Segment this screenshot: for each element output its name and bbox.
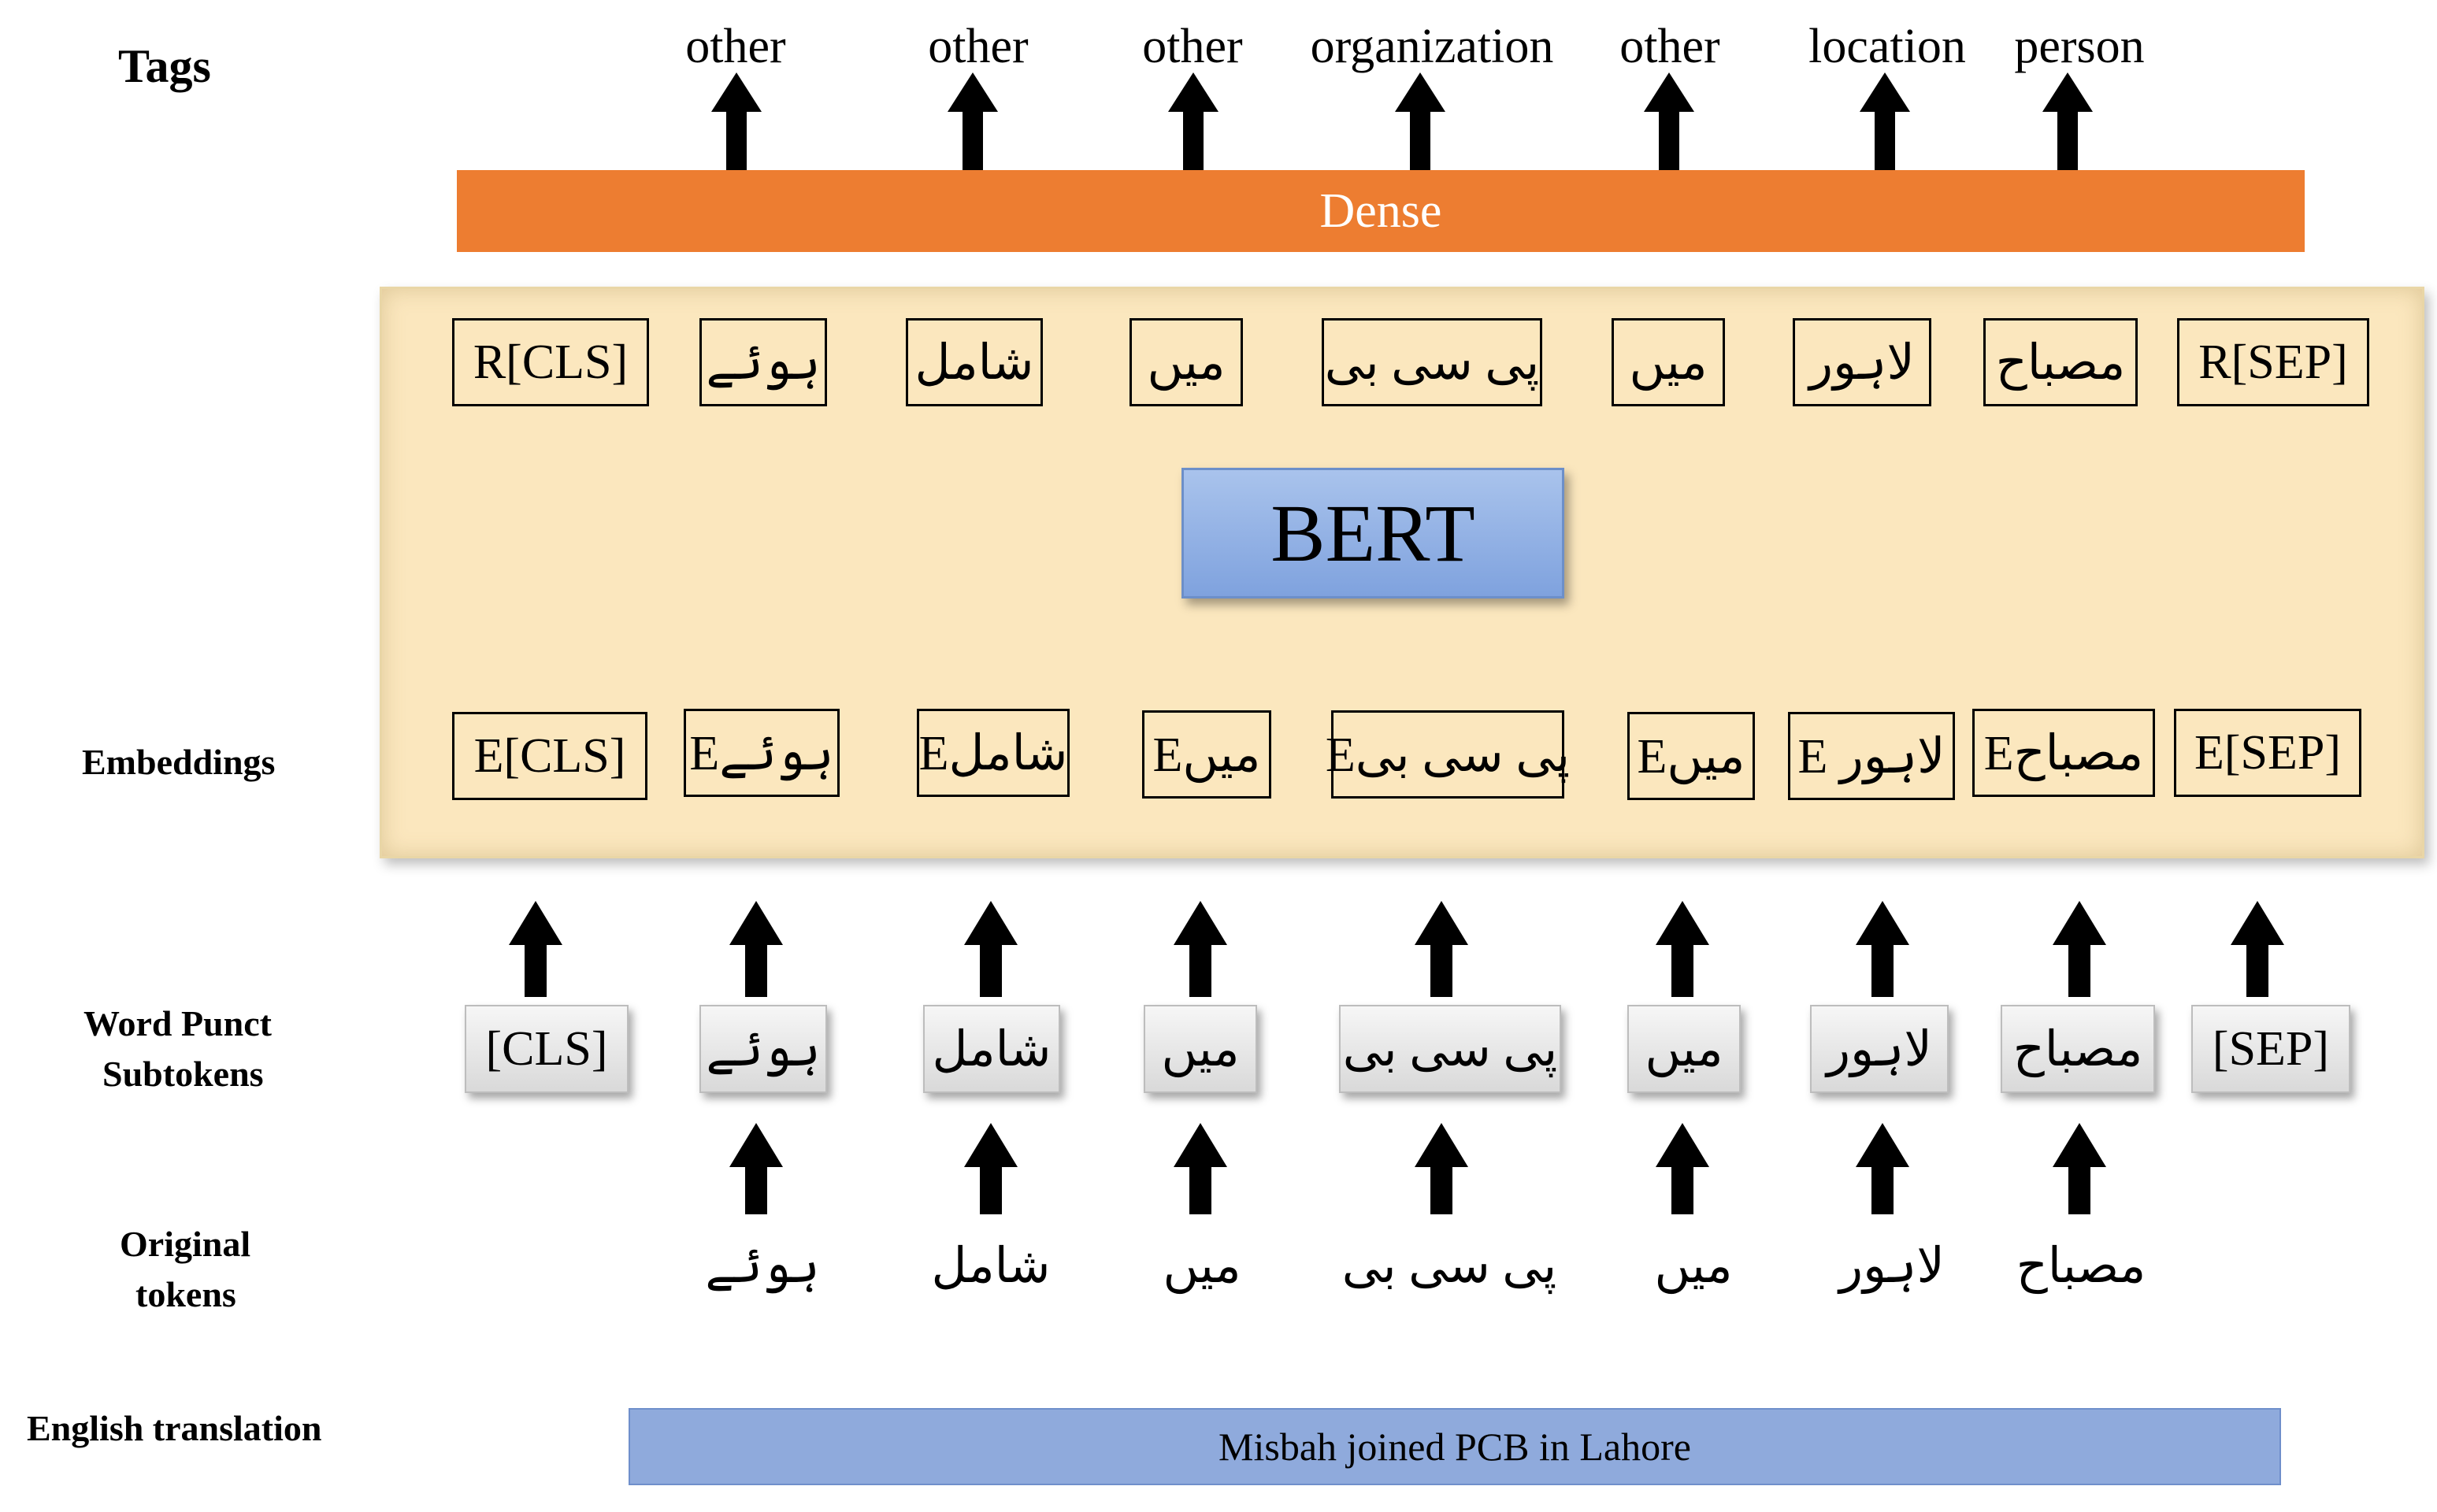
up-arrow-icon [1174, 901, 1227, 997]
translation-text: Misbah joined PCB in Lahore [1218, 1425, 1691, 1469]
original-tokens-row-label-line2: tokens [135, 1274, 236, 1314]
up-arrow-icon [509, 901, 562, 997]
up-arrow-icon [964, 901, 1018, 997]
original-token: شامل [931, 1240, 1051, 1293]
tag-label: location [1808, 20, 1966, 73]
tag-label: other [928, 20, 1029, 73]
tag-label: other [685, 20, 786, 73]
translation-row-label: English translation [27, 1408, 322, 1448]
up-arrow-icon [1856, 901, 1909, 997]
original-token: ہوئے [705, 1240, 820, 1293]
representation-box: لاہور [1793, 318, 1931, 406]
representation-box: R[SEP] [2177, 318, 2369, 406]
up-arrow-icon [729, 1123, 783, 1214]
up-arrow-icon [1415, 1123, 1468, 1214]
representation-box: مصباح [1983, 318, 2138, 406]
up-arrow-icon [711, 72, 762, 170]
up-arrow-icon [729, 901, 783, 997]
tag-label: other [1619, 20, 1720, 73]
up-arrow-icon [1174, 1123, 1227, 1214]
embeddings-row-label: Embeddings [82, 742, 276, 782]
tag-label: organization [1310, 20, 1554, 73]
subtokens-row-label-line2: Subtokens [102, 1054, 264, 1094]
up-arrow-icon [948, 72, 998, 170]
representation-box: شامل [906, 318, 1043, 406]
up-arrow-icon [2042, 72, 2093, 170]
original-token: پی سی بی [1341, 1240, 1557, 1293]
representation-box: میں [1129, 318, 1243, 406]
embedding-box: E[CLS] [452, 712, 647, 800]
up-arrow-icon [2231, 901, 2284, 997]
up-arrow-icon [1168, 72, 1218, 170]
subtoken-box: میں [1144, 1005, 1257, 1093]
up-arrow-icon [1856, 1123, 1909, 1214]
up-arrow-icon [1860, 72, 1910, 170]
subtoken-box: شامل [923, 1005, 1060, 1093]
embedding-box: Eمیں [1142, 710, 1271, 799]
dense-layer: Dense [457, 170, 2305, 252]
dense-label: Dense [1319, 183, 1442, 238]
subtoken-box: [CLS] [465, 1005, 629, 1093]
subtoken-box: ہوئے [699, 1005, 827, 1093]
subtoken-box: میں [1627, 1005, 1741, 1093]
original-token: میں [1654, 1240, 1733, 1293]
up-arrow-icon [1395, 72, 1445, 170]
representation-box: R[CLS] [452, 318, 649, 406]
tag-label: other [1142, 20, 1243, 73]
up-arrow-icon [1656, 901, 1709, 997]
representation-box: پی سی بی [1322, 318, 1542, 406]
tag-label: person [2014, 20, 2145, 73]
subtokens-row-label-line1: Word Punct [83, 1003, 272, 1043]
up-arrow-icon [1415, 901, 1468, 997]
embedding-box: E لاہور [1788, 712, 1955, 800]
embedding-box: Eپی سی بی [1326, 710, 1570, 799]
up-arrow-icon [1644, 72, 1694, 170]
embedding-box: Eمصباح [1972, 709, 2155, 797]
representation-box: ہوئے [699, 318, 827, 406]
tags-row-label: Tags [118, 40, 211, 92]
embedding-box: Eشامل [917, 709, 1070, 797]
translation-bar: Misbah joined PCB in Lahore [629, 1408, 2281, 1485]
original-token: میں [1163, 1240, 1241, 1293]
subtoken-box: [SEP] [2191, 1005, 2350, 1093]
up-arrow-icon [2053, 901, 2106, 997]
embedding-box: Eہوئے [684, 709, 840, 797]
embedding-box: Eمیں [1627, 712, 1755, 800]
original-tokens-row-label-line1: Original [120, 1224, 251, 1264]
up-arrow-icon [1656, 1123, 1709, 1214]
embedding-box: E[SEP] [2174, 709, 2361, 797]
subtoken-box: لاہور [1810, 1005, 1949, 1093]
bert-label: BERT [1270, 487, 1475, 579]
up-arrow-icon [2053, 1123, 2106, 1214]
up-arrow-icon [964, 1123, 1018, 1214]
original-token: لاہور [1839, 1240, 1945, 1293]
subtoken-box: پی سی بی [1339, 1005, 1561, 1093]
representation-box: میں [1612, 318, 1725, 406]
bert-block: BERT [1181, 468, 1564, 598]
original-token: مصباح [2016, 1240, 2146, 1293]
subtoken-box: مصباح [2001, 1005, 2155, 1093]
